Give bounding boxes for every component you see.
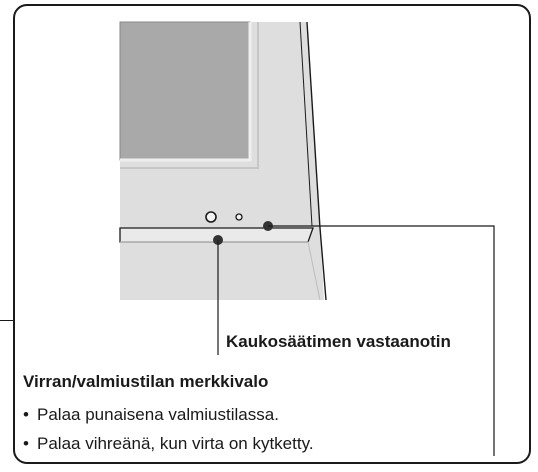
tv-screen bbox=[119, 21, 251, 161]
list-item-text: Palaa punaisena valmiustilassa. bbox=[37, 405, 279, 424]
power-indicator-list: • Palaa punaisena valmiustilassa. • Palaa … bbox=[23, 400, 314, 458]
power-indicator-title: Virran/valmiustilan merkkivalo bbox=[23, 372, 269, 391]
bullet-dot: • bbox=[23, 434, 29, 453]
frame-edge-marker bbox=[0, 320, 14, 321]
bullet-dot: • bbox=[23, 405, 29, 424]
list-item: • Palaa punaisena valmiustilassa. bbox=[23, 400, 314, 429]
power-button bbox=[205, 211, 217, 223]
small-button bbox=[235, 213, 243, 221]
list-item-text: Palaa vihreänä, kun virta on kytketty. bbox=[37, 434, 314, 453]
remote-sensor-callout-line bbox=[268, 225, 495, 456]
list-item: • Palaa vihreänä, kun virta on kytketty. bbox=[23, 429, 314, 458]
remote-sensor-label: Kaukosäätimen vastaanotin bbox=[226, 332, 451, 351]
